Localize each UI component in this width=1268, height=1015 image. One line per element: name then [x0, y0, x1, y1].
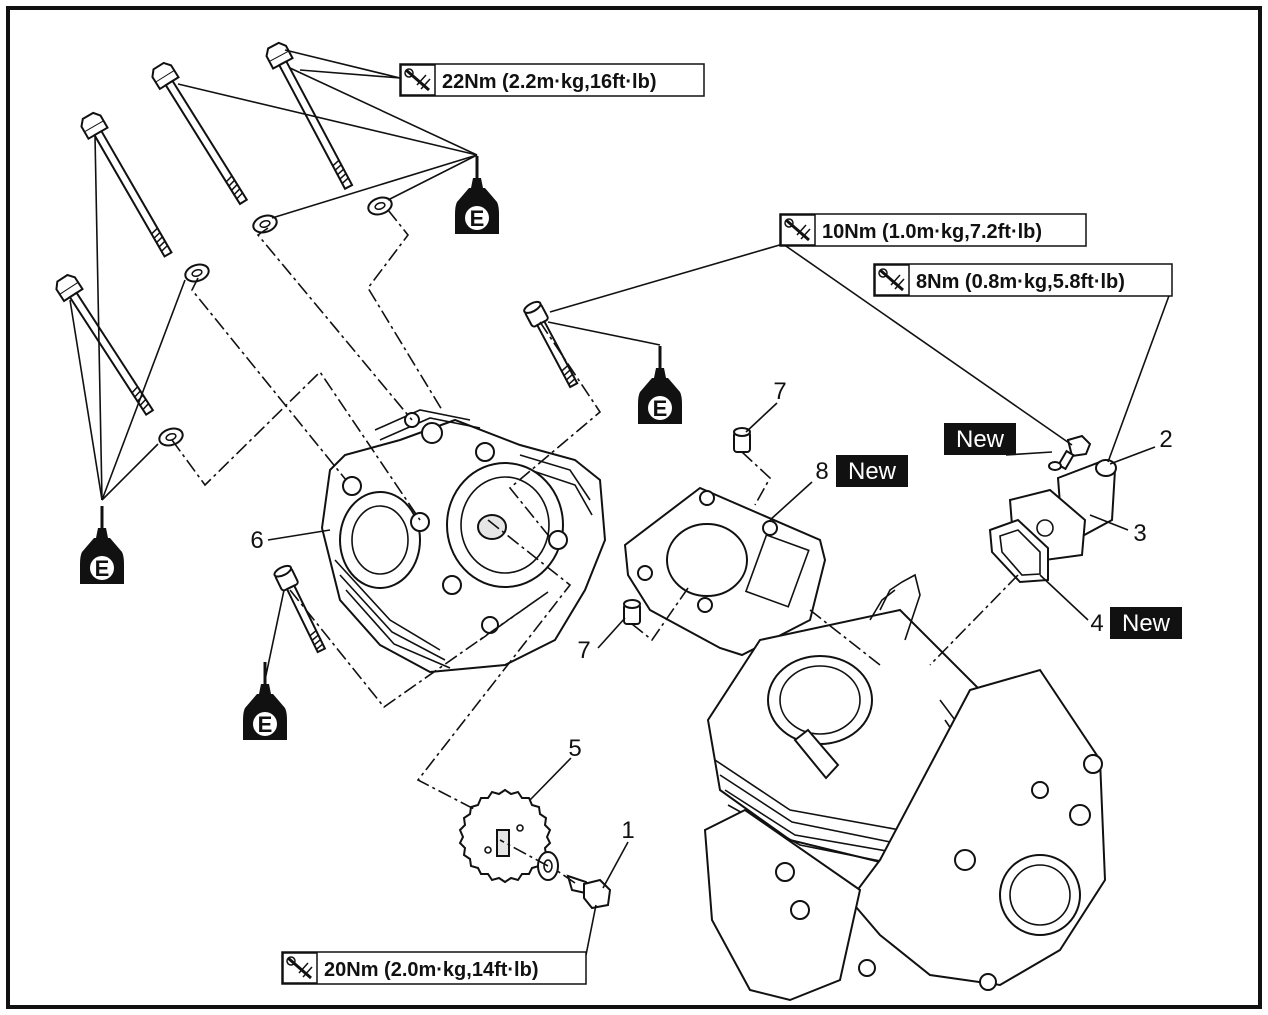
- diagram-frame: [6, 6, 1262, 1009]
- leader-lines: [69, 49, 1171, 956]
- svg-text:New: New: [956, 426, 1005, 453]
- torque-spec-sprocket-bolt: 20Nm (2.0m·kg,14ft·lb): [281, 951, 587, 985]
- tensioner-o-ring: [1048, 461, 1062, 471]
- cam-sprocket: [458, 788, 552, 884]
- callout-7-lower: 7: [577, 637, 590, 664]
- torque-spec-head-bolts: 22Nm (2.2m·kg,16ft·lb): [399, 63, 705, 97]
- washer-2: [250, 211, 280, 237]
- svg-text:8Nm (0.8m·kg,5.8ft·lb): 8Nm (0.8m·kg,5.8ft·lb): [916, 271, 1125, 293]
- svg-text:E: E: [95, 556, 110, 581]
- callout-2: 2: [1159, 426, 1172, 453]
- dowel-pin-lower: [623, 599, 641, 625]
- callout-8: 8: [815, 458, 828, 485]
- tensioner-cap-bolt: [1057, 434, 1092, 471]
- alignment-lines: [171, 209, 1019, 884]
- socket-bolt-lower: [271, 562, 331, 656]
- head-bolt-3: [77, 109, 179, 261]
- washer-1: [365, 193, 395, 219]
- head-bolt-4: [52, 271, 160, 420]
- oil-icon-bottom: E: [241, 660, 289, 742]
- new-badge-gasket: New: [836, 455, 908, 487]
- cylinder-head-gasket: [623, 486, 827, 657]
- oil-icon-mid: E: [636, 344, 684, 426]
- svg-text:E: E: [653, 396, 668, 421]
- svg-text:New: New: [848, 458, 897, 485]
- torque-wrench-icon: [779, 213, 817, 247]
- cylinder-head: [320, 409, 607, 674]
- svg-text:New: New: [1122, 610, 1171, 637]
- svg-text:10Nm (1.0m·kg,7.2ft·lb): 10Nm (1.0m·kg,7.2ft·lb): [822, 221, 1042, 243]
- svg-text:20Nm (2.0m·kg,14ft·lb): 20Nm (2.0m·kg,14ft·lb): [324, 959, 539, 981]
- callout-1: 1: [621, 817, 634, 844]
- torque-wrench-icon: [873, 263, 911, 297]
- socket-bolt-upper: [521, 298, 583, 391]
- new-badge-tensioner-gasket: New: [1110, 607, 1182, 639]
- torque-wrench-icon: [399, 63, 437, 97]
- callout-6: 6: [250, 527, 263, 554]
- svg-text:E: E: [258, 712, 273, 737]
- oil-icon-top: E: [453, 154, 501, 236]
- new-badge-o-ring: New: [944, 423, 1016, 455]
- dowel-pin-upper: [733, 427, 751, 453]
- torque-wrench-icon: [281, 951, 319, 985]
- sprocket-bolt: [566, 874, 612, 910]
- svg-text:E: E: [470, 206, 485, 231]
- torque-spec-tensioner-cap: 8Nm (0.8m·kg,5.8ft·lb): [873, 263, 1173, 297]
- callout-7-upper: 7: [773, 378, 786, 405]
- callout-3: 3: [1133, 520, 1146, 547]
- head-bolt-2: [148, 59, 254, 209]
- washer-4: [156, 424, 186, 450]
- callout-5: 5: [568, 735, 581, 762]
- tensioner-gasket: [988, 518, 1049, 584]
- svg-text:22Nm (2.2m·kg,16ft·lb): 22Nm (2.2m·kg,16ft·lb): [442, 71, 657, 93]
- cylinder-and-crankcase: [703, 573, 1107, 1002]
- oil-icon-left: E: [78, 504, 126, 586]
- callout-4: 4: [1090, 610, 1103, 637]
- torque-spec-tensioner-bolt: 10Nm (1.0m·kg,7.2ft·lb): [779, 213, 1087, 247]
